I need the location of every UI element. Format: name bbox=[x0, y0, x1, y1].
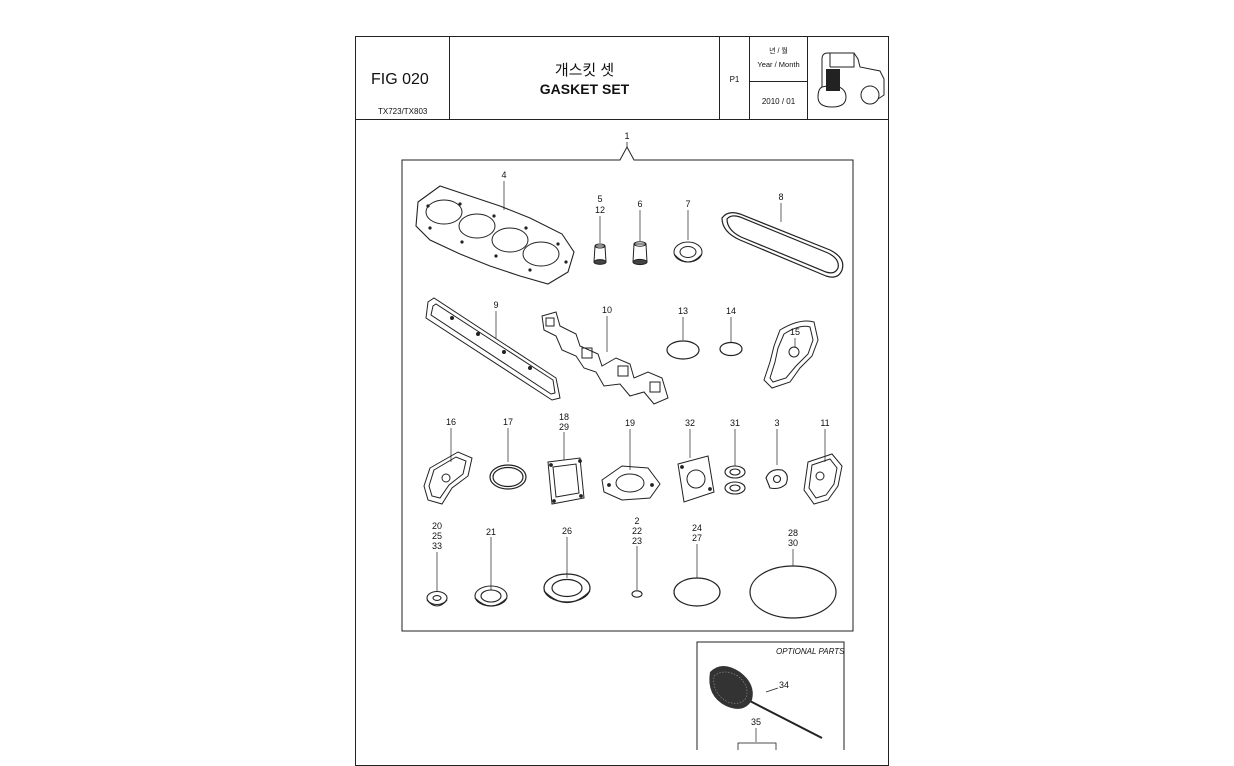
label-32: 32 bbox=[685, 418, 695, 428]
model-name: TX723/TX803 bbox=[378, 107, 428, 116]
part-6-seal bbox=[632, 241, 648, 266]
part-5-valve-seal bbox=[593, 243, 607, 265]
label-31: 31 bbox=[730, 418, 740, 428]
label-11: 11 bbox=[820, 418, 829, 428]
label-10: 10 bbox=[602, 305, 612, 315]
part-28-large-o-ring bbox=[749, 565, 837, 619]
part-11-housing-gasket bbox=[803, 453, 843, 505]
revision-date: 2010 / 01 bbox=[761, 97, 796, 106]
label-28: 28 bbox=[788, 528, 798, 538]
tractor-icon bbox=[817, 52, 885, 108]
label-27: 27 bbox=[692, 533, 702, 543]
title-korean: 개스킷 셋 bbox=[554, 62, 615, 79]
label-1: 1 bbox=[624, 131, 629, 141]
optional-parts-box bbox=[696, 641, 845, 750]
title-block: FIG 020 TX723/TX803 개스킷 셋 GASKET SET P1 … bbox=[356, 37, 888, 120]
part-24-o-ring bbox=[673, 577, 721, 607]
fig-number: FIG 020 bbox=[371, 71, 429, 88]
label-25: 25 bbox=[432, 531, 442, 541]
part-4-head-gasket bbox=[415, 185, 575, 285]
label-22: 22 bbox=[632, 526, 642, 536]
label-33: 33 bbox=[432, 541, 442, 551]
page-cell: P1 bbox=[720, 37, 750, 119]
label-2: 2 bbox=[634, 516, 639, 526]
exploded-parts-diagram: 1 bbox=[401, 131, 854, 750]
label-26: 26 bbox=[562, 526, 572, 536]
label-23: 23 bbox=[632, 536, 642, 546]
part-15-pump-gasket bbox=[763, 320, 819, 389]
gasket-set-frame bbox=[401, 145, 854, 632]
part-26-large-seal bbox=[543, 573, 591, 604]
label-17: 17 bbox=[503, 417, 513, 427]
label-8: 8 bbox=[778, 192, 783, 202]
label-7: 7 bbox=[685, 199, 690, 209]
part-19-flange-gasket bbox=[601, 465, 661, 501]
label-6: 6 bbox=[637, 199, 642, 209]
year-month-korean: 년 / 월 bbox=[769, 48, 788, 55]
label-13: 13 bbox=[678, 306, 688, 316]
part-32-diamond-gasket bbox=[677, 455, 715, 503]
title-cell: 개스킷 셋 GASKET SET bbox=[450, 37, 720, 119]
label-15: 15 bbox=[790, 327, 800, 337]
part-2-small-o-ring bbox=[631, 590, 643, 598]
part-14-o-ring bbox=[719, 341, 743, 357]
label-29: 29 bbox=[559, 422, 569, 432]
label-24: 24 bbox=[692, 523, 702, 533]
title-english: GASKET SET bbox=[539, 81, 630, 97]
label-30: 30 bbox=[788, 538, 798, 548]
part-3-small-gasket bbox=[765, 469, 788, 490]
part-13-o-ring bbox=[666, 340, 700, 360]
label-5: 5 bbox=[597, 194, 602, 204]
part-8-cover-gasket bbox=[721, 212, 844, 278]
tractor-icon-cell bbox=[808, 37, 888, 119]
part-20-washer bbox=[426, 590, 448, 607]
label-14: 14 bbox=[726, 306, 736, 316]
label-16: 16 bbox=[446, 417, 456, 427]
label-18: 18 bbox=[559, 412, 569, 422]
part-17-ring bbox=[489, 464, 527, 490]
part-7-oil-seal bbox=[673, 241, 703, 263]
label-3: 3 bbox=[774, 418, 779, 428]
label-20: 20 bbox=[432, 521, 442, 531]
label-21: 21 bbox=[486, 527, 496, 537]
date-divider bbox=[750, 81, 807, 82]
label-9: 9 bbox=[493, 300, 498, 310]
part-35-pack bbox=[737, 742, 777, 750]
part-16-gasket bbox=[423, 451, 473, 505]
label-4: 4 bbox=[501, 170, 506, 180]
fig-cell: FIG 020 TX723/TX803 bbox=[356, 37, 450, 119]
page-number: P1 bbox=[729, 75, 740, 84]
label-34: 34 bbox=[779, 680, 789, 690]
date-cell: 년 / 월 Year / Month 2010 / 01 bbox=[750, 37, 808, 119]
label-12: 12 bbox=[595, 205, 605, 215]
part-10-exhaust-gasket bbox=[541, 311, 669, 405]
optional-parts-title: OPTIONAL PARTS bbox=[776, 647, 845, 656]
label-35: 35 bbox=[751, 717, 761, 727]
part-34-brush bbox=[709, 666, 823, 739]
year-month-english: Year / Month bbox=[757, 60, 800, 69]
part-9-manifold-gasket bbox=[425, 297, 561, 401]
part-31-double-gasket bbox=[724, 465, 746, 495]
part-18-square-gasket bbox=[547, 457, 585, 505]
label-19: 19 bbox=[625, 418, 635, 428]
part-21-seal bbox=[474, 585, 508, 607]
parts-sheet: FIG 020 TX723/TX803 개스킷 셋 GASKET SET P1 … bbox=[355, 36, 889, 766]
